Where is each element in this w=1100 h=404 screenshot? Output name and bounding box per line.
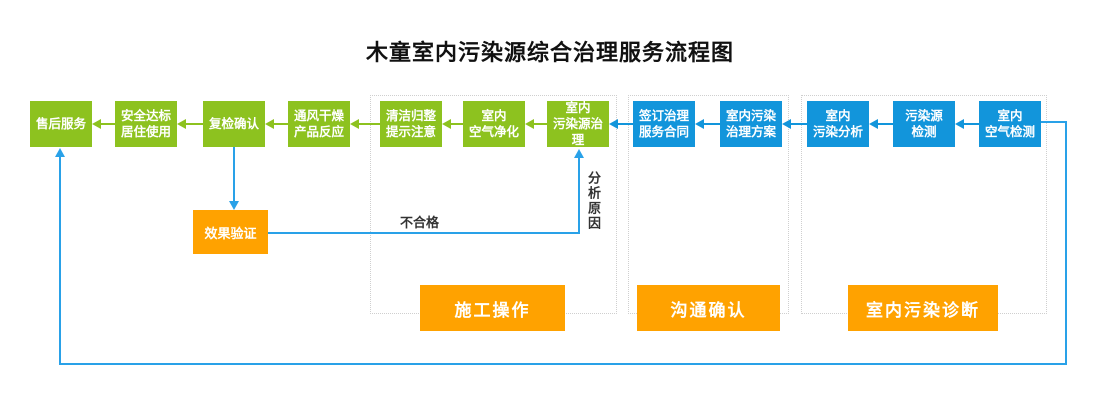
flow-box-treatment-plan: 室内污染 治理方案 [720,101,782,147]
left-arrow-icon [782,119,807,129]
flow-box-label: 检测 [911,125,937,139]
arrow-shaft [703,123,720,125]
page-title: 木童室内污染源综合治理服务流程图 [365,40,734,65]
left-arrow-icon [442,119,463,129]
connector-line [59,157,61,365]
connector-line [59,363,1067,365]
left-arrow-icon [609,119,633,129]
arrow-shaft [100,123,115,125]
arrow-shaft [533,123,547,125]
arrowhead-icon [350,119,359,129]
flow-box-label: 室内 [481,109,507,123]
flow-box-label: 提示注意 [385,125,436,139]
flow-box-label: 室内 [997,109,1023,123]
flow-box-label: 产品反应 [293,125,344,139]
arrow-shaft [358,123,380,125]
flow-box-label: 污染源 [905,109,943,123]
flow-box-effect-verification: 效果验证 [193,210,268,254]
arrow-shaft [450,123,463,125]
arrow-shaft [790,123,807,125]
flow-box-label: 复检确认 [208,117,259,131]
left-arrow-icon [695,119,720,129]
left-arrow-icon [177,119,203,129]
arrowhead-icon [177,119,186,129]
flow-box-label: 污染源治理 [552,117,603,147]
left-arrow-icon [869,119,893,129]
left-arrow-icon [955,119,979,129]
left-arrow-icon [525,119,547,129]
arrow-shaft [877,123,893,125]
connector-line [233,147,235,203]
arrowhead-icon [869,119,878,129]
connector-line [1041,121,1067,123]
group-label-diagnosis: 室内污染诊断 [848,285,998,331]
flow-box-label: 居住使用 [120,125,171,139]
group-label-communication: 沟通确认 [637,285,780,331]
arrow-shaft [617,123,633,125]
flow-box-label: 售后服务 [35,117,86,131]
flow-box-pollution-source-detection: 污染源 检测 [893,101,955,147]
arrow-shaft [963,123,979,125]
flow-box-indoor-air-detection: 室内 空气检测 [979,101,1041,147]
up-arrowhead-icon [55,148,65,157]
arrowhead-icon [955,119,964,129]
arrowhead-icon [265,119,274,129]
connector-line [578,158,580,234]
flow-box-cleanup-notice: 清洁归整 提示注意 [380,101,442,147]
left-arrow-icon [92,119,115,129]
down-arrowhead-icon [229,201,239,210]
arrowhead-icon [609,119,618,129]
arrowhead-icon [525,119,534,129]
arrowhead-icon [442,119,451,129]
flow-box-label: 室内污染 [725,109,776,123]
flow-box-safe-standard-occupancy: 安全达标 居住使用 [115,101,177,147]
flow-box-after-sale-service: 售后服务 [30,101,92,147]
flow-box-label: 空气净化 [468,125,519,139]
flow-box-label: 污染分析 [812,125,863,139]
flow-box-pollution-source-treatment: 室内 污染源治理 [547,101,609,147]
up-arrowhead-icon [574,149,584,158]
group-label-construction: 施工操作 [420,285,565,331]
flow-box-recheck-confirm: 复检确认 [203,101,265,147]
flow-box-indoor-air-purification: 室内 空气净化 [463,101,525,147]
flow-box-label: 服务合同 [638,125,689,139]
flow-box-ventilation-drying: 通风干燥 产品反应 [288,101,350,147]
left-arrow-icon [350,119,380,129]
arrow-shaft [273,123,288,125]
flow-box-sign-service-contract: 签订治理 服务合同 [633,101,695,147]
left-arrow-icon [265,119,288,129]
flow-box-label: 通风干燥 [293,109,344,123]
flow-box-label: 治理方案 [725,125,776,139]
edge-label-analyze: 分析原因 [586,171,601,231]
flow-box-label: 安全达标 [120,109,171,123]
flow-box-label: 室内 [825,109,851,123]
flow-box-label: 签订治理 [638,109,689,123]
flow-box-label: 空气检测 [984,125,1035,139]
flow-box-label: 清洁归整 [385,109,436,123]
arrow-shaft [185,123,203,125]
connector-line [268,232,580,234]
edge-label-fail: 不合格 [400,215,440,230]
arrowhead-icon [782,119,791,129]
connector-line [1065,121,1067,365]
arrowhead-icon [695,119,704,129]
flow-box-indoor-pollution-analysis: 室内 污染分析 [807,101,869,147]
flow-box-label: 室内 [565,101,591,115]
arrowhead-icon [92,119,101,129]
